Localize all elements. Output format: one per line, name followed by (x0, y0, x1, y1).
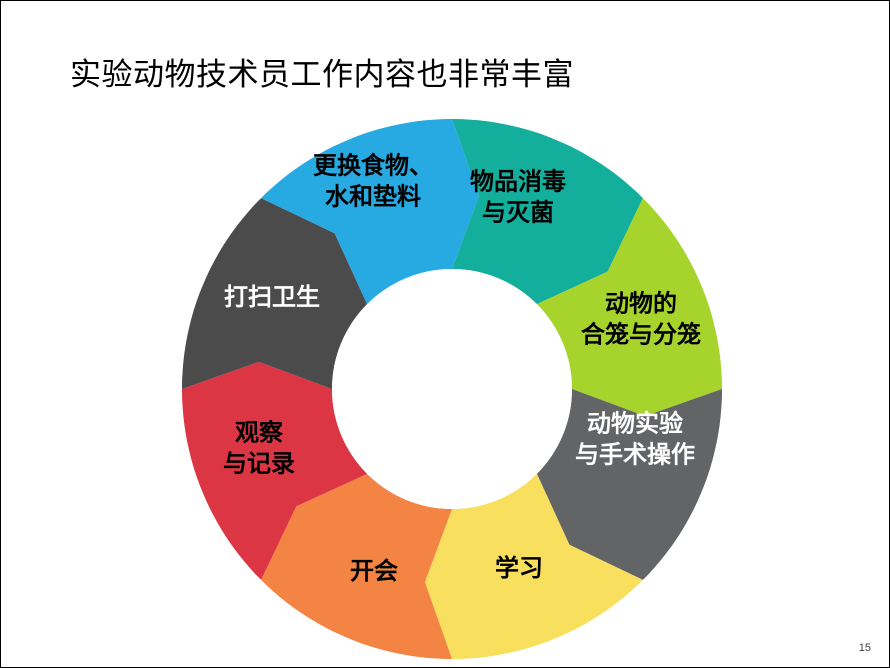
cycle-segment-label-line: 更换食物、 (313, 152, 433, 180)
cycle-segment-label-6: 观察与记录 (223, 419, 295, 478)
cycle-segment-label-line: 开会 (350, 557, 398, 585)
cycle-center (332, 269, 572, 509)
page-number: 15 (858, 642, 871, 654)
cycle-segment-label-line: 观察 (235, 419, 284, 447)
cycle-segment-8 (261, 119, 480, 305)
cycle-segment-label-line: 水和垫料 (325, 183, 421, 211)
cycle-segment-label-2: 动物的合笼与分笼 (581, 290, 701, 349)
cycle-segment-7 (182, 198, 368, 389)
cycle-segment-label-1: 物品消毒与灭菌 (470, 168, 566, 227)
cycle-segment-label-8: 更换食物、水和垫料 (313, 152, 433, 211)
cycle-segment-label-line: 动物的 (605, 290, 677, 318)
cycle-segment-3 (536, 389, 722, 580)
cycle-segment-label-3: 动物实验与手术操作 (575, 410, 695, 469)
cycle-segment-5 (261, 473, 452, 659)
cycle-segment-label-line: 打扫卫生 (224, 283, 320, 311)
cycle-segment-label-line: 物品消毒 (470, 168, 566, 196)
cycle-segment-label-4: 学习 (495, 554, 543, 582)
cycle-segment-2 (536, 198, 722, 417)
cycle-segment-label-line: 动物实验 (587, 410, 683, 438)
cycle-segment-label-line: 与灭菌 (482, 199, 554, 227)
cycle-segment-label-line: 与手术操作 (575, 441, 695, 469)
cycle-segment-label-5: 开会 (350, 557, 398, 585)
cycle-segment-label-7: 打扫卫生 (224, 283, 320, 311)
cycle-segment-1 (452, 119, 643, 305)
slide-title: 实验动物技术员工作内容也非常丰富 (70, 57, 574, 93)
cycle-segment-label-line: 与记录 (223, 450, 295, 478)
cycle-segment-label-line: 合笼与分笼 (581, 321, 701, 349)
cycle-segment-label-line: 学习 (495, 554, 543, 582)
cycle-segment-6 (182, 361, 368, 580)
cycle-segment-4 (424, 473, 643, 659)
